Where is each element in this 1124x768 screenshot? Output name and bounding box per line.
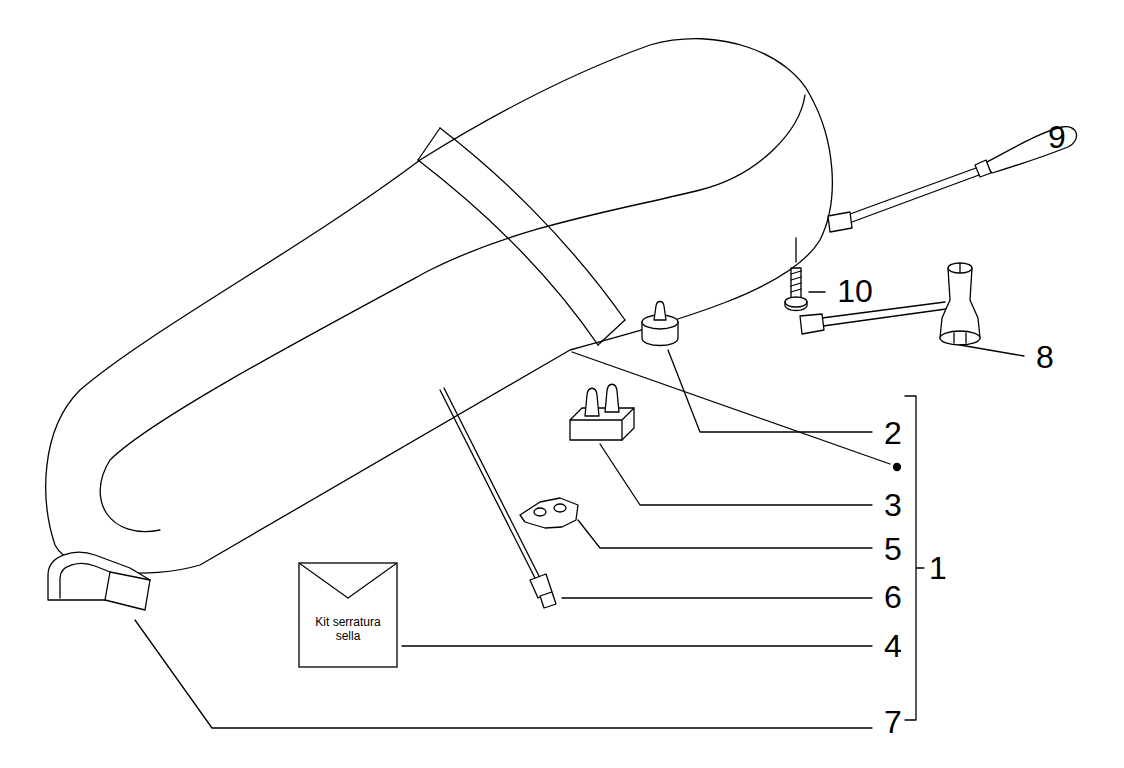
pin-block [570, 384, 872, 505]
callout-number: 1 [929, 552, 947, 584]
callout-number: 7 [884, 706, 902, 738]
screw [785, 238, 825, 311]
dot-marker [894, 464, 901, 471]
rubber-bumper [642, 302, 872, 433]
lock-bracket [520, 498, 872, 548]
screwdriver [828, 127, 1077, 232]
callout-number: 8 [1036, 341, 1054, 373]
callout-number: 6 [884, 581, 902, 613]
kit-envelope: Kit serratura sella [298, 562, 398, 668]
kit-label: Kit serratura sella [313, 615, 383, 644]
cable-tie [440, 388, 872, 608]
group-bracket [905, 396, 924, 720]
callout-number: 5 [884, 533, 902, 565]
seat [46, 39, 833, 574]
leader-line [402, 645, 872, 646]
leader-line [572, 352, 890, 464]
callout-number: 10 [837, 275, 873, 307]
callout-number: 9 [1048, 121, 1066, 153]
callout-number: 3 [884, 489, 902, 521]
callout-number: 4 [884, 630, 902, 662]
end-cap [48, 552, 150, 610]
socket-wrench [800, 263, 1024, 356]
callout-number: 2 [884, 417, 902, 449]
leader-line [135, 620, 872, 728]
